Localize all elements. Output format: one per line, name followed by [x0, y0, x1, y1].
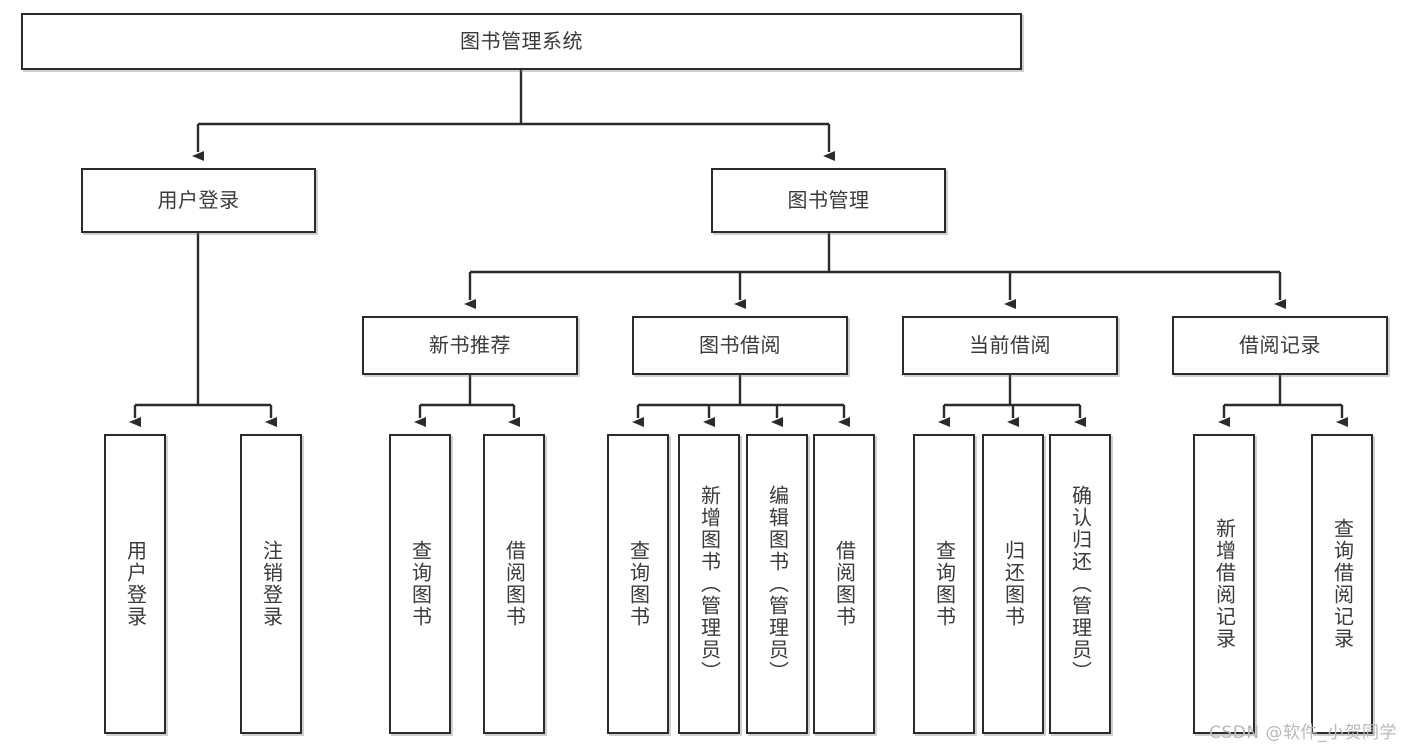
node-book-management[interactable]: 图书管理 — [711, 168, 946, 233]
node-leaf-query-book-recommend[interactable]: 查询图书 — [389, 434, 451, 734]
node-leaf-add-book-admin[interactable]: 新增图书（管理员） — [678, 434, 740, 734]
node-leaf-add-book-admin-label: 新增图书（管理员） — [697, 485, 722, 683]
node-leaf-confirm-return-admin-label: 确认归还（管理员） — [1068, 485, 1093, 683]
node-new-book-recommend-label: 新书推荐 — [429, 333, 511, 357]
node-user-login[interactable]: 用户登录 — [81, 168, 316, 233]
node-current-borrow-label: 当前借阅 — [969, 333, 1051, 357]
node-leaf-add-borrow-record-label: 新增借阅记录 — [1212, 518, 1237, 650]
node-leaf-query-borrow-record[interactable]: 查询借阅记录 — [1311, 434, 1373, 734]
node-leaf-query-borrow-record-label: 查询借阅记录 — [1330, 518, 1355, 650]
node-new-book-recommend[interactable]: 新书推荐 — [362, 316, 578, 375]
node-leaf-borrow-book-label: 借阅图书 — [832, 540, 857, 628]
node-leaf-edit-book-admin[interactable]: 编辑图书（管理员） — [746, 434, 808, 734]
node-leaf-confirm-return-admin[interactable]: 确认归还（管理员） — [1049, 434, 1111, 734]
node-leaf-return-book[interactable]: 归还图书 — [982, 434, 1044, 734]
node-root[interactable]: 图书管理系统 — [21, 13, 1022, 70]
node-leaf-borrow-book-recommend[interactable]: 借阅图书 — [483, 434, 545, 734]
node-leaf-query-book-current[interactable]: 查询图书 — [913, 434, 975, 734]
node-leaf-add-borrow-record[interactable]: 新增借阅记录 — [1193, 434, 1255, 734]
node-root-label: 图书管理系统 — [460, 29, 583, 53]
node-leaf-borrow-book-recommend-label: 借阅图书 — [502, 540, 527, 628]
node-book-borrow[interactable]: 图书借阅 — [632, 316, 848, 375]
node-leaf-query-book-borrow[interactable]: 查询图书 — [607, 434, 669, 734]
node-book-borrow-label: 图书借阅 — [699, 333, 781, 357]
edges-group — [129, 70, 1348, 427]
node-borrow-record[interactable]: 借阅记录 — [1172, 316, 1388, 375]
node-leaf-user-login[interactable]: 用户登录 — [104, 434, 166, 734]
node-leaf-query-book-recommend-label: 查询图书 — [408, 540, 433, 628]
node-leaf-borrow-book[interactable]: 借阅图书 — [813, 434, 875, 734]
node-leaf-query-book-current-label: 查询图书 — [932, 540, 957, 628]
node-book-management-label: 图书管理 — [787, 188, 870, 212]
node-leaf-logout-login[interactable]: 注销登录 — [240, 434, 302, 734]
node-leaf-query-book-borrow-label: 查询图书 — [626, 540, 651, 628]
node-borrow-record-label: 借阅记录 — [1239, 333, 1321, 357]
node-leaf-edit-book-admin-label: 编辑图书（管理员） — [765, 485, 790, 683]
node-current-borrow[interactable]: 当前借阅 — [902, 316, 1118, 375]
node-leaf-return-book-label: 归还图书 — [1001, 540, 1026, 628]
node-user-login-label: 用户登录 — [157, 188, 240, 212]
node-leaf-user-login-label: 用户登录 — [123, 540, 148, 628]
node-leaf-logout-login-label: 注销登录 — [259, 540, 284, 628]
